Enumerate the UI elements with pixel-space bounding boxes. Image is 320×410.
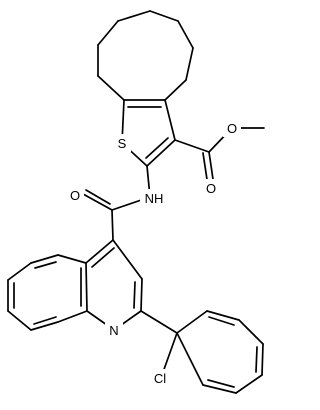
quinoline-pyridine-ring	[85, 239, 143, 331]
quinoline-benzo-ring	[7, 254, 88, 331]
ester-carbonyl-oxygen-label: O	[206, 181, 216, 196]
amide-linkage	[82, 165, 151, 241]
amide-nh-label: NH	[145, 191, 164, 206]
chlorophenyl-ring	[140, 310, 264, 394]
amide-carbonyl-oxygen-label: O	[70, 188, 80, 203]
atom-labels: S O O NH O N Cl	[66, 119, 241, 387]
molecule-structure: S O O NH O N Cl	[7, 10, 265, 394]
quinoline-nitrogen-label: N	[109, 323, 118, 338]
thiophene-ring	[121, 99, 176, 167]
chlorine-label: Cl	[154, 371, 166, 386]
cyclooctane-ring	[97, 10, 194, 101]
ester-oxygen-label: O	[227, 121, 237, 136]
methyl-ester-group	[174, 127, 265, 187]
sulfur-label: S	[118, 136, 127, 151]
